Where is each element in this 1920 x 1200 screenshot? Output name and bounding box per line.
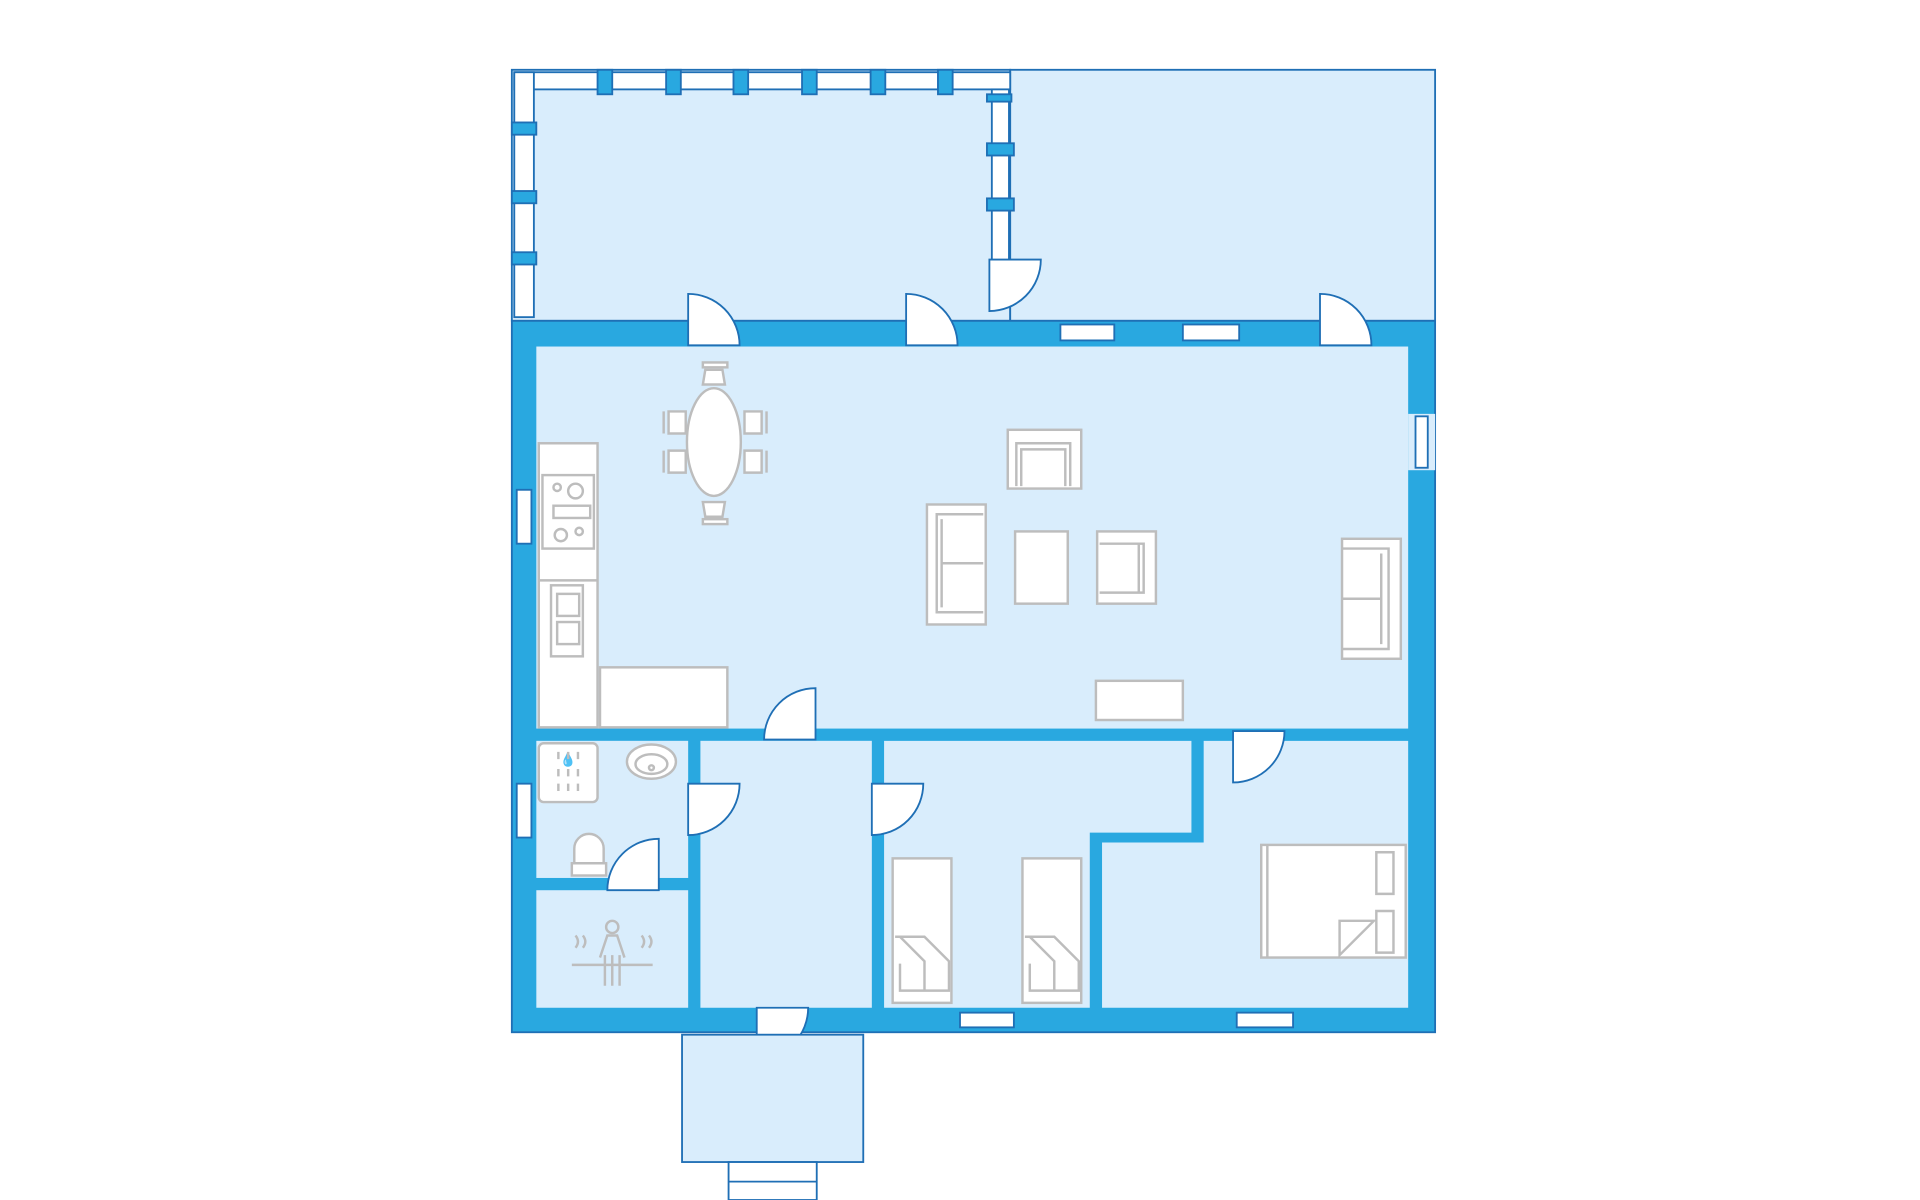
bed-icon [1021,857,1083,1005]
door-icon[interactable] [687,292,741,347]
door-icon[interactable] [905,292,959,347]
bed-icon [891,857,953,1005]
terrace-left [510,68,1012,322]
terrace-right [1009,68,1437,322]
porch [681,1033,865,1163]
armchair-icon [1006,428,1083,490]
sofa-icon [925,503,987,626]
window-icon [1181,323,1241,342]
living-furniture [925,428,1403,722]
hallway [700,740,872,1008]
coffee-table [1013,530,1069,605]
shower-icon: 💧 [537,742,599,804]
door-icon[interactable] [988,258,1042,312]
door-icon[interactable] [763,687,817,741]
dining-table-icon [662,361,768,526]
door-icon[interactable] [1319,292,1373,347]
door-icon[interactable] [687,782,741,837]
bed-icon [1260,843,1407,959]
windows [515,323,1429,1029]
sink-icon [625,743,678,780]
kitchen [537,442,729,729]
stove-icon [541,473,596,550]
sofa-icon [1340,537,1403,660]
window-icon [1059,323,1116,342]
sauna-icon [571,919,653,986]
window-icon [515,782,533,839]
toilet-icon [570,832,608,877]
tv-stand [1094,679,1185,722]
door-icon[interactable] [870,782,925,837]
bathroom-fixtures: 💧 [537,742,678,877]
window-icon [1235,1011,1294,1029]
door-icon[interactable] [1232,730,1286,784]
window-icon [515,488,533,545]
steps [727,1161,818,1200]
window-icon [959,1011,1015,1029]
svg-text:💧: 💧 [560,751,577,768]
window-icon [1414,415,1429,469]
armchair-icon [1095,530,1158,605]
sauna [536,890,689,1008]
door-icon[interactable] [606,837,660,892]
terrace-railing [510,68,1015,319]
